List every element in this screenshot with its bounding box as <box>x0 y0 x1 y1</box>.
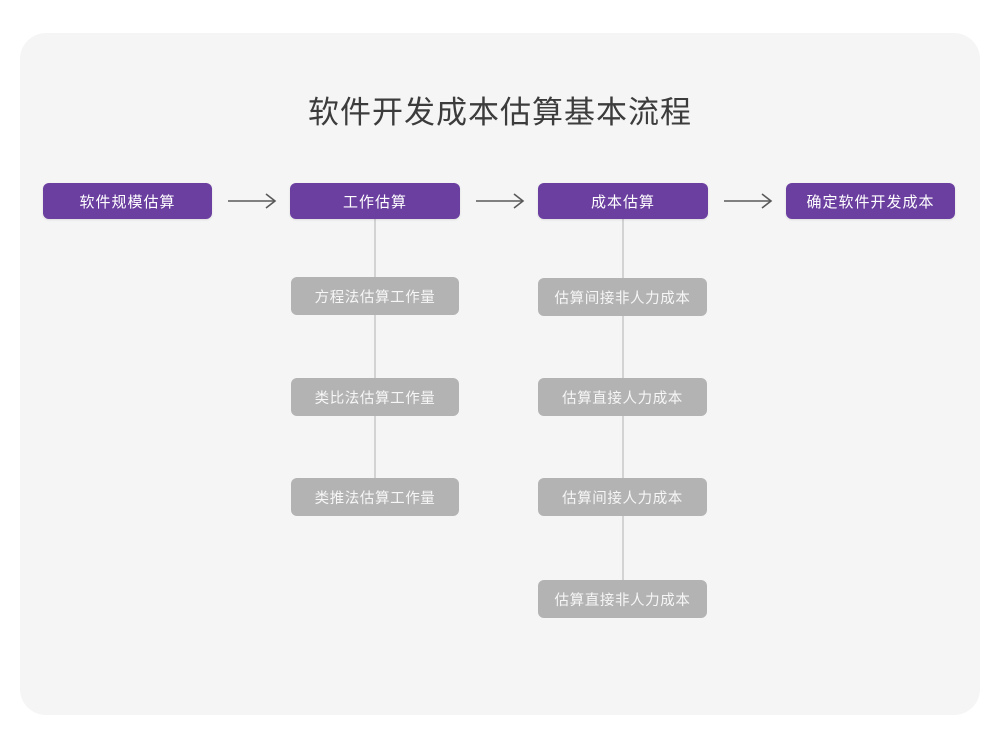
stage-node-cost-estimation[interactable]: 成本估算 <box>538 183 708 219</box>
page-title: 软件开发成本估算基本流程 <box>308 95 692 130</box>
stage-node-label: 工作估算 <box>342 193 407 211</box>
substep-node-cost-1[interactable]: 估算间接非人力成本 <box>538 278 707 316</box>
stage-node-determine-development-cost[interactable]: 确定软件开发成本 <box>786 183 955 219</box>
arrow-right-icon-stage1-stage2 <box>228 190 282 212</box>
substep-node-label: 估算直接非人力成本 <box>554 592 691 609</box>
diagram-card-background <box>20 33 980 715</box>
stage-node-label: 成本估算 <box>590 193 655 211</box>
connector-line-cost-sub1-to-sub2 <box>622 316 624 380</box>
substep-node-label: 类比法估算工作量 <box>314 390 436 407</box>
substep-node-work-2[interactable]: 类比法估算工作量 <box>291 378 459 416</box>
stage-node-work-estimation[interactable]: 工作估算 <box>290 183 460 219</box>
substep-node-work-1[interactable]: 方程法估算工作量 <box>291 277 459 315</box>
connector-line-work-sub1-to-sub2 <box>374 315 376 381</box>
arrow-right-icon-stage2-stage3 <box>476 190 530 212</box>
stage-node-label: 确定软件开发成本 <box>806 193 935 211</box>
substep-node-label: 类推法估算工作量 <box>314 490 436 507</box>
substep-node-cost-2[interactable]: 估算直接人力成本 <box>538 378 707 416</box>
stage-node-software-size-estimation[interactable]: 软件规模估算 <box>43 183 212 219</box>
substep-node-label: 估算直接人力成本 <box>562 390 683 407</box>
substep-node-label: 估算间接非人力成本 <box>554 290 691 307</box>
connector-line-cost-sub2-to-sub3 <box>622 416 624 480</box>
connector-line-cost-sub3-to-sub4 <box>622 516 624 582</box>
substep-node-cost-3[interactable]: 估算间接人力成本 <box>538 478 707 516</box>
substep-node-label: 方程法估算工作量 <box>314 289 436 306</box>
connector-line-work-sub2-to-sub3 <box>374 416 376 480</box>
stage-node-label: 软件规模估算 <box>79 193 176 211</box>
arrow-right-icon-stage3-stage4 <box>724 190 778 212</box>
substep-node-work-3[interactable]: 类推法估算工作量 <box>291 478 459 516</box>
connector-line-cost-to-sub1 <box>622 218 624 280</box>
substep-node-cost-4[interactable]: 估算直接非人力成本 <box>538 580 707 618</box>
connector-line-work-to-sub1 <box>374 218 376 280</box>
substep-node-label: 估算间接人力成本 <box>562 490 683 507</box>
